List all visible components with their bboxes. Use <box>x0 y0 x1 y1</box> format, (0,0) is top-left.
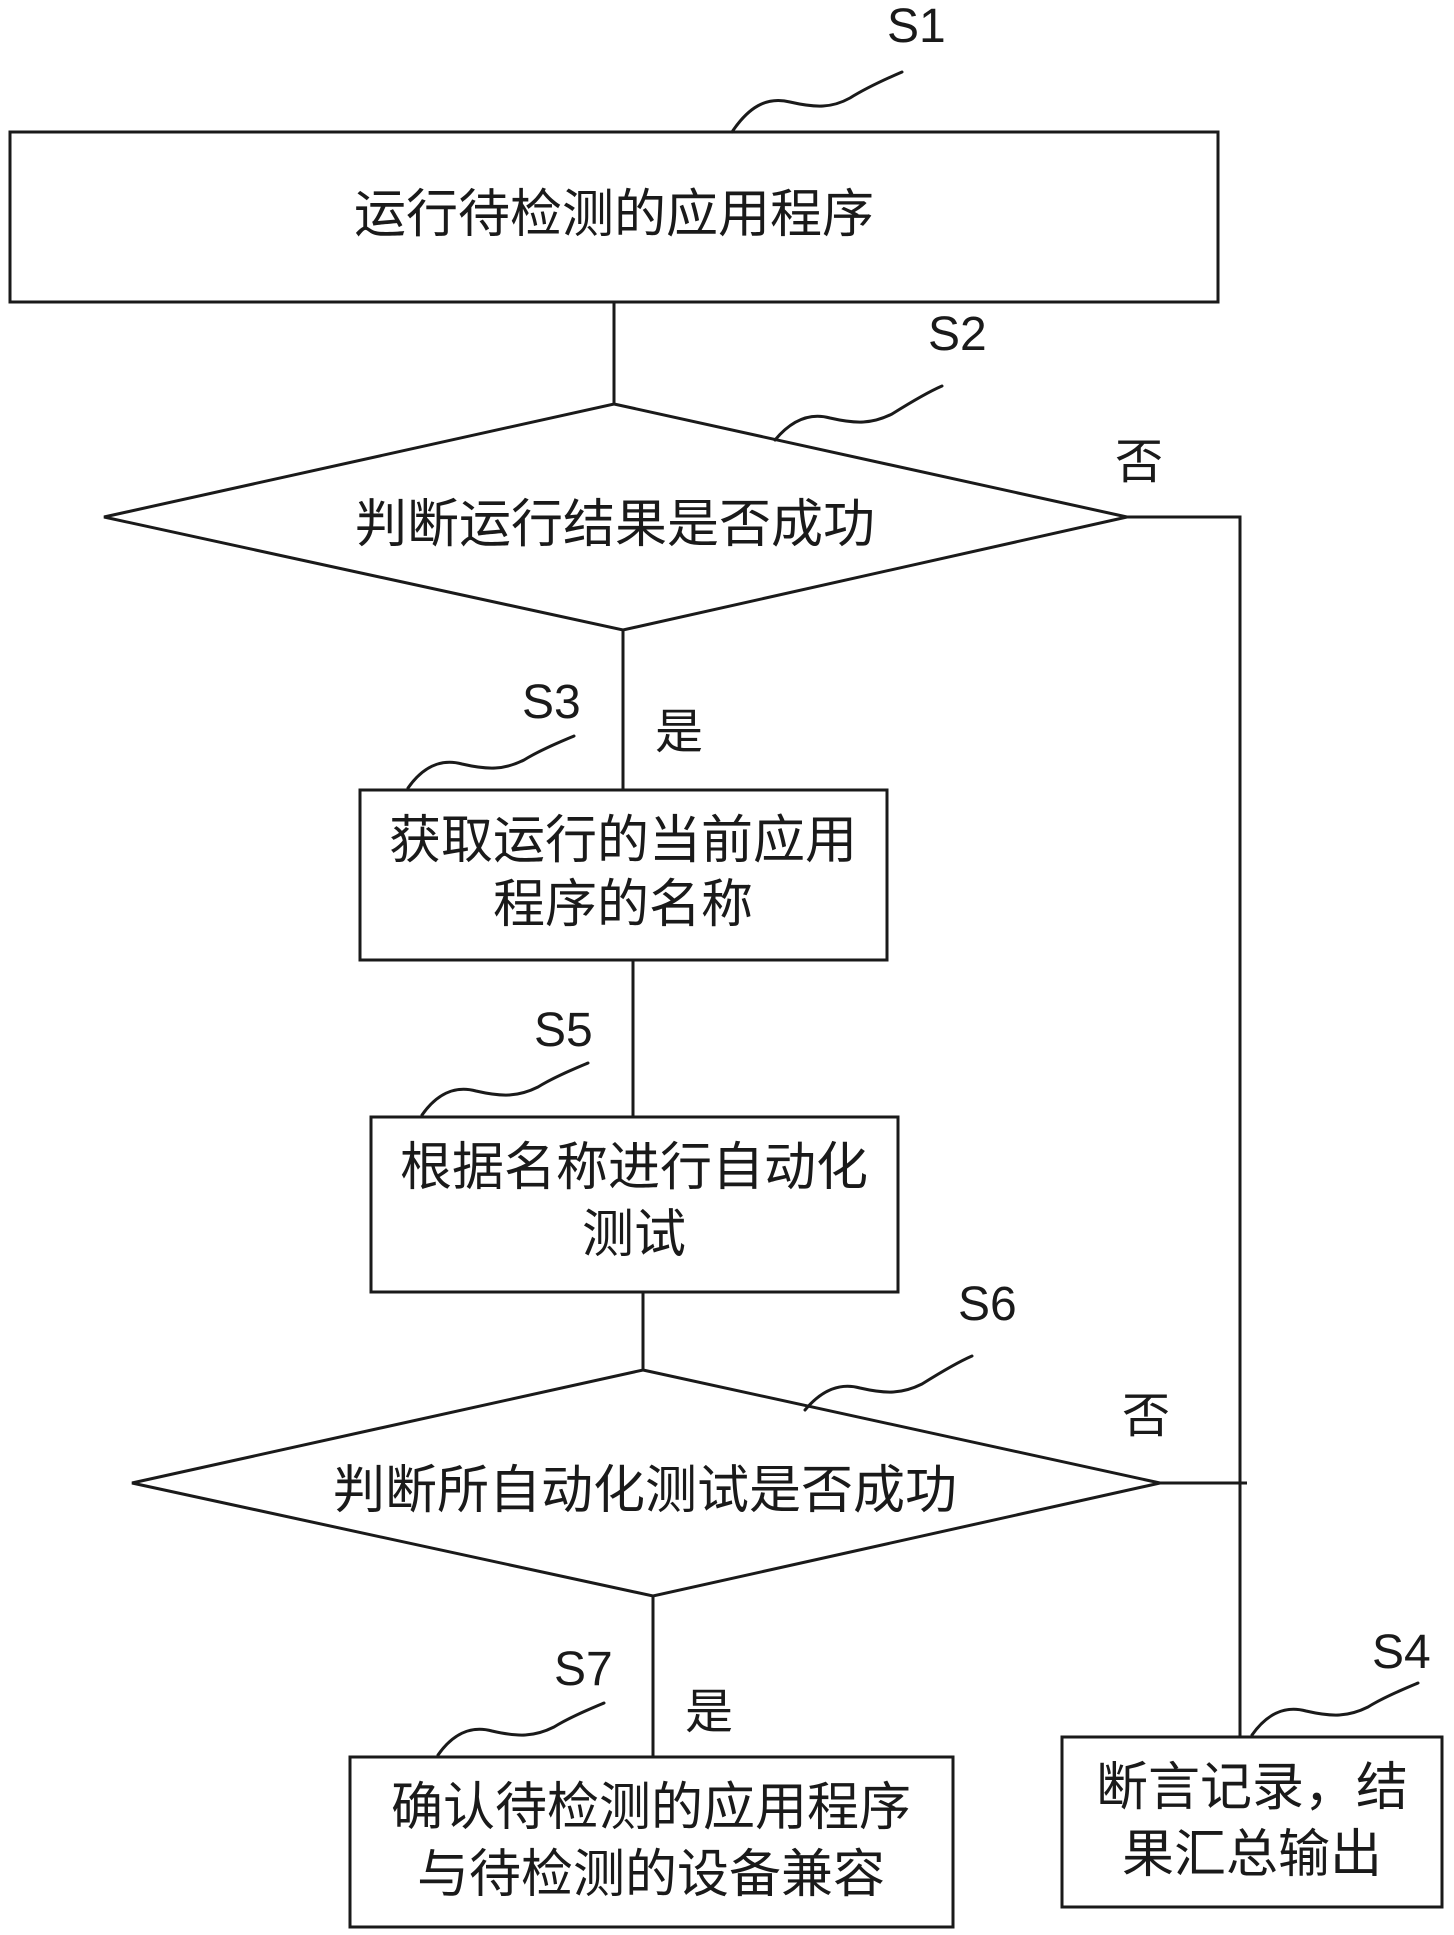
step-label-s3: S3 <box>522 676 581 729</box>
leader-s2 <box>775 386 942 440</box>
branch-no-label-s6: 否 <box>1122 1388 1170 1444</box>
leader-s5 <box>422 1063 588 1115</box>
step-s4: 断言记录，结 果汇总输出 <box>1062 1737 1442 1907</box>
step-label-s5: S5 <box>534 1004 593 1057</box>
leader-s3 <box>408 736 574 788</box>
leader-s1 <box>732 72 902 132</box>
leader-s4 <box>1252 1683 1418 1735</box>
step-s2: 判断运行结果是否成功 <box>104 404 1127 630</box>
step-s5-text-line2: 测试 <box>582 1205 686 1265</box>
step-s3-text-line2: 程序的名称 <box>493 875 753 935</box>
step-s1: 运行待检测的应用程序 <box>10 132 1218 302</box>
step-s4-text-line2: 果汇总输出 <box>1122 1825 1382 1885</box>
step-s5: 根据名称进行自动化 测试 <box>371 1117 898 1292</box>
step-s2-text: 判断运行结果是否成功 <box>355 495 875 555</box>
branch-no-label-s2: 否 <box>1115 434 1163 490</box>
leader-s6 <box>805 1356 972 1410</box>
leader-s7 <box>438 1703 604 1755</box>
step-s6-text: 判断所自动化测试是否成功 <box>333 1461 957 1521</box>
step-s7: 确认待检测的应用程序 与待检测的设备兼容 <box>350 1757 953 1927</box>
step-s1-text: 运行待检测的应用程序 <box>354 185 874 245</box>
branch-yes-label-s2: 是 <box>655 704 703 760</box>
branch-yes-label-s6: 是 <box>685 1684 733 1740</box>
step-label-s4: S4 <box>1372 1626 1431 1679</box>
step-s3: 获取运行的当前应用 程序的名称 <box>360 790 887 960</box>
step-s4-text-line1: 断言记录，结 <box>1096 1758 1408 1818</box>
step-s5-text-line1: 根据名称进行自动化 <box>400 1138 868 1198</box>
step-s6: 判断所自动化测试是否成功 <box>132 1370 1160 1596</box>
connector-s2-no-to-s4 <box>1127 517 1240 1737</box>
step-label-s2: S2 <box>928 308 987 361</box>
step-label-s1: S1 <box>887 0 946 53</box>
step-s3-text-line1: 获取运行的当前应用 <box>389 811 857 871</box>
step-s7-text-line1: 确认待检测的应用程序 <box>391 1778 911 1838</box>
step-s7-text-line2: 与待检测的设备兼容 <box>417 1845 885 1905</box>
step-label-s7: S7 <box>554 1643 613 1696</box>
step-label-s6: S6 <box>958 1278 1017 1331</box>
